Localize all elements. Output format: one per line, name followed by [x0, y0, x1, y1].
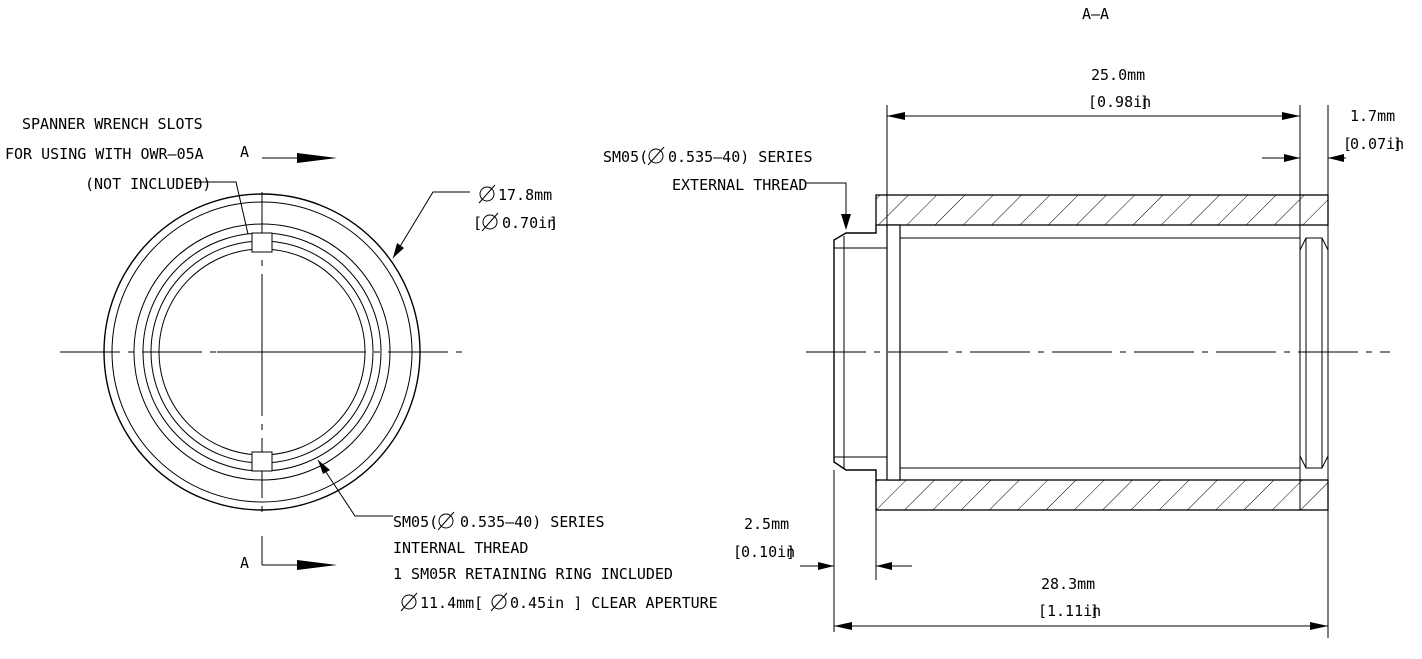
section-marker-bottom: A	[240, 554, 249, 572]
ext-thread-line1b: 0.535–40) SERIES	[668, 148, 813, 166]
svg-text:]: ]	[786, 543, 795, 561]
spanner-leader	[194, 181, 249, 235]
svg-text:[: [	[473, 214, 482, 232]
section-marker-top: A	[240, 143, 249, 161]
spanner-slot-bottom	[251, 451, 273, 472]
thread-note-line1b: 0.535–40) SERIES	[460, 513, 605, 531]
section-arrow-bottom	[297, 560, 337, 570]
outer-dia-leader	[392, 191, 470, 259]
dim-lip-in: 0.07in	[1350, 135, 1404, 153]
section-view: SM05( 0.535–40) SERIES EXTERNAL THREAD 2…	[603, 66, 1404, 638]
bottom-wall-hatch	[875, 479, 1329, 511]
ext-thread-line2: EXTERNAL THREAD	[672, 176, 807, 194]
aperture-mm: 11.4mm[	[420, 594, 483, 612]
spanner-slot-top	[251, 232, 273, 253]
section-label: A–A	[1082, 5, 1109, 23]
thread-note-line1a: SM05(	[393, 513, 438, 531]
diameter-icon	[400, 592, 418, 612]
outer-dia-in: 0.70in	[502, 214, 556, 232]
top-wall-hatch	[875, 194, 1329, 226]
dim-total-in: 1.11in	[1047, 602, 1101, 620]
svg-text:[: [	[1088, 93, 1097, 111]
diameter-icon	[481, 212, 499, 232]
aperture-in: 0.45in ] CLEAR APERTURE	[510, 594, 718, 612]
svg-text:[: [	[733, 543, 742, 561]
thread-major-circle	[133, 223, 391, 481]
diameter-icon	[647, 146, 665, 166]
dim-length-in: 0.98in	[1097, 93, 1151, 111]
diameter-icon	[490, 592, 508, 612]
thread-nose-outline	[833, 225, 877, 480]
svg-text:]: ]	[549, 214, 558, 232]
diameter-icon	[478, 184, 496, 204]
dim-thread-in: 0.10in	[741, 543, 795, 561]
svg-text:[: [	[1038, 602, 1047, 620]
svg-text:]: ]	[1140, 93, 1149, 111]
spanner-note-line1: SPANNER WRENCH SLOTS	[22, 115, 203, 133]
thread-leader	[317, 459, 393, 517]
thread-note-line2: INTERNAL THREAD	[393, 539, 528, 557]
front-view: A A SPANNER WRENCH SLOTS FOR USING WITH …	[5, 115, 718, 612]
diameter-icon	[437, 511, 455, 531]
svg-text:]: ]	[1393, 135, 1402, 153]
ext-thread-line1a: SM05(	[603, 148, 648, 166]
svg-text:[: [	[1343, 135, 1352, 153]
outer-dia-mm: 17.8mm	[498, 186, 552, 204]
dim-length-mm: 25.0mm	[1091, 66, 1145, 84]
thread-note-line3: 1 SM05R RETAINING RING INCLUDED	[393, 565, 673, 583]
svg-text:]: ]	[1090, 602, 1099, 620]
outer-circle	[103, 193, 421, 511]
outer-chamfer-circle	[111, 201, 413, 503]
spanner-note-line2: FOR USING WITH OWR–05A	[5, 145, 204, 163]
spanner-note-line3: (NOT INCLUDED)	[85, 175, 211, 193]
section-arrow-top	[297, 153, 337, 163]
ext-thread-leader	[806, 182, 847, 222]
dim-lip-mm: 1.7mm	[1350, 107, 1395, 125]
dim-total-mm: 28.3mm	[1041, 575, 1095, 593]
dim-thread-mm: 2.5mm	[744, 515, 789, 533]
